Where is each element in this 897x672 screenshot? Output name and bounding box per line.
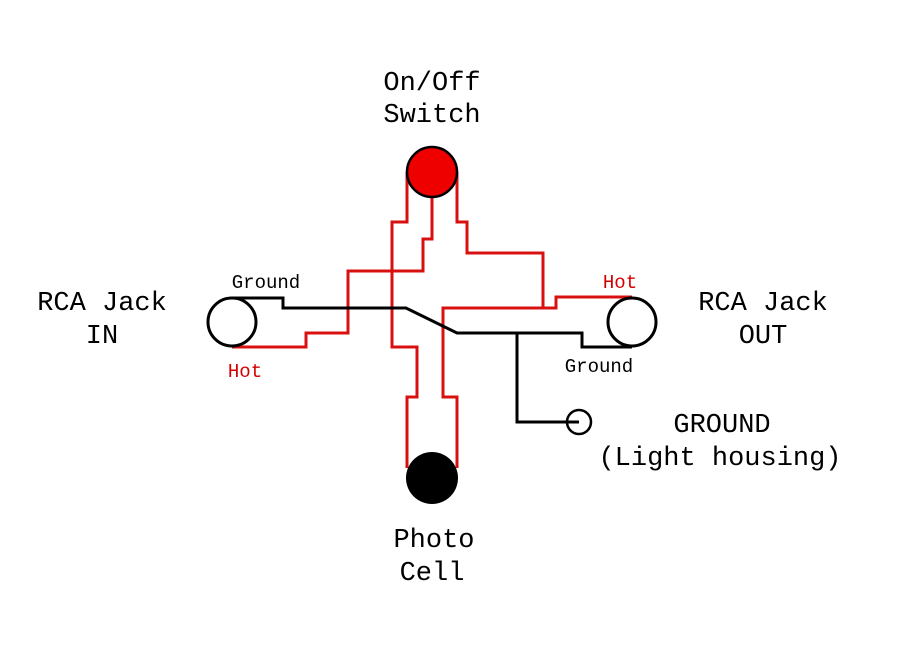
wire-switch-middle-to-jack-in-hot xyxy=(232,190,434,349)
jack-in-label-line1: RCA Jack xyxy=(37,289,167,319)
photocell-icon xyxy=(406,452,458,504)
jack-out-ground-label: Ground xyxy=(565,356,633,378)
wire-ground-main xyxy=(232,296,632,349)
jack-out-hot-label: Hot xyxy=(603,272,637,294)
ground-terminal-icon xyxy=(565,408,593,436)
jack-out-label-line2: OUT xyxy=(739,322,788,352)
wire-switch-left-to-photocell xyxy=(390,172,419,468)
photocell-label-line2: Cell xyxy=(400,559,465,589)
ground-terminal-label-line2: (Light housing) xyxy=(598,444,841,474)
jack-out-label-line1: RCA Jack xyxy=(698,289,828,319)
jack-in-hot-label: Hot xyxy=(228,361,262,383)
photocell-label-line1: Photo xyxy=(393,526,474,556)
switch-label-line2: Switch xyxy=(383,101,480,131)
jack-in-label-line2: IN xyxy=(86,322,118,352)
switch-label-line1: On/Off xyxy=(383,69,480,99)
jack-in-ground-label: Ground xyxy=(232,272,300,294)
jack-in-icon xyxy=(206,296,258,348)
hot-wires xyxy=(232,172,632,468)
wire-switch-right-to-jack-out-hot xyxy=(455,172,632,310)
wire-photocell-right-to-jack-out-hot xyxy=(441,306,543,468)
wire-ground-to-housing xyxy=(515,333,579,424)
ground-terminal-label-line1: GROUND xyxy=(673,411,770,441)
jack-out-icon xyxy=(606,296,658,348)
switch-icon[interactable] xyxy=(405,145,459,199)
ground-wires xyxy=(232,296,632,424)
